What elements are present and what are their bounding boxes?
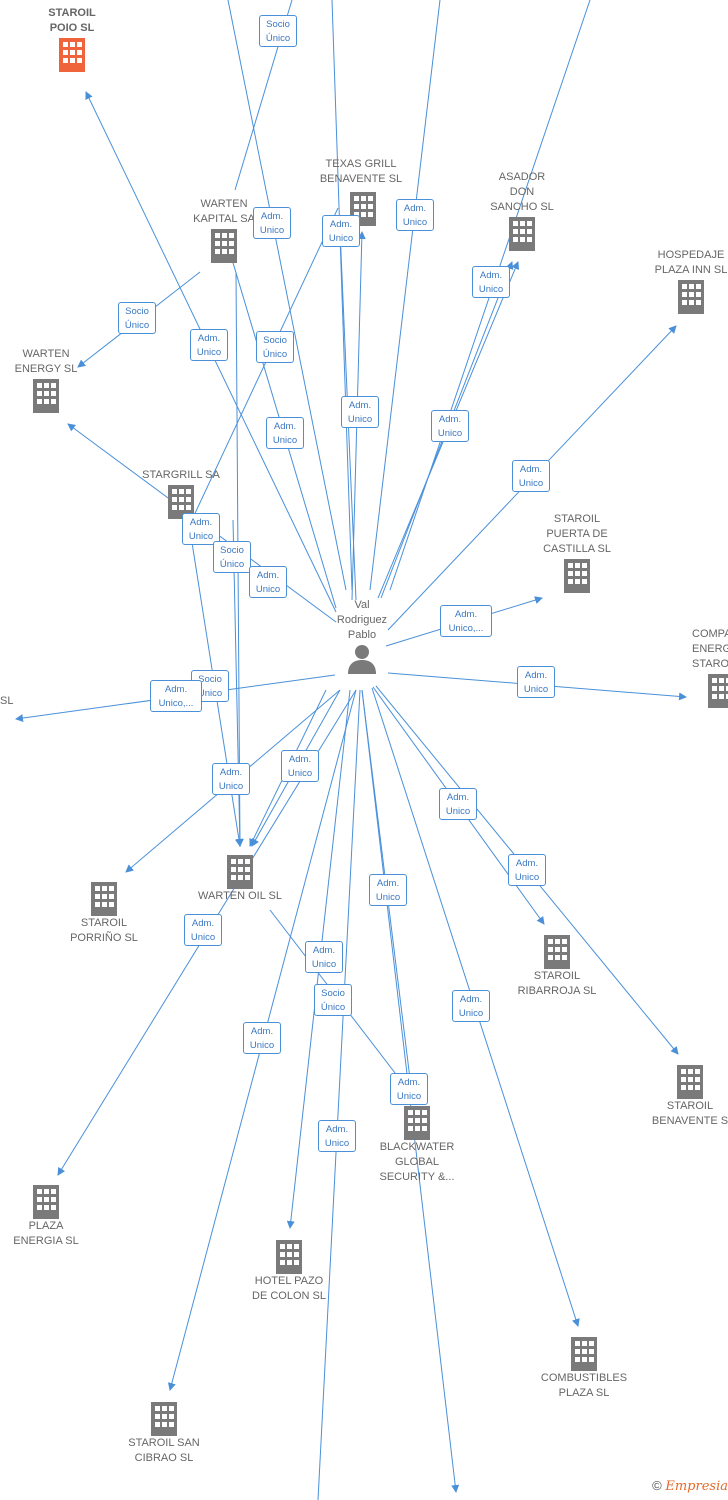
company-node-texas-grill[interactable]: TEXAS GRILL BENAVENTE SL: [315, 157, 407, 187]
copyright-symbol: ©: [652, 1478, 662, 1493]
edge-role-label[interactable]: Socio Único: [256, 331, 294, 363]
company-node-warten-energy[interactable]: WARTEN ENERGY SL: [8, 347, 84, 413]
company-node-hospedaje-plaza-inn[interactable]: HOSPEDAJE PLAZA INN SL: [650, 248, 728, 314]
company-node-staroil-puerta-castilla[interactable]: STAROIL PUERTA DE CASTILLA SL: [534, 512, 620, 593]
building-icon: [91, 882, 117, 916]
edge-role-label[interactable]: Adm. Unico: [318, 1120, 356, 1152]
company-label: BLACKWATER GLOBAL SECURITY &...: [379, 1141, 455, 1183]
company-label: TEXAS GRILL BENAVENTE SL: [319, 158, 403, 185]
relationship-edge: [317, 689, 361, 1500]
building-icon: [678, 280, 704, 314]
edge-role-label[interactable]: Adm. Unico: [184, 914, 222, 946]
edge-role-label[interactable]: Adm. Unico: [243, 1022, 281, 1054]
company-label: HOSPEDAJE PLAZA INN SL: [654, 249, 728, 276]
company-node-stargrill[interactable]: STARGRILL SA: [138, 468, 224, 519]
company-node-compania-energetica-staroil[interactable]: COMPA ENERGE STAROI: [686, 627, 728, 708]
company-node-plaza-energia[interactable]: PLAZA ENERGIA SL: [6, 1183, 86, 1249]
edge-role-label[interactable]: Adm. Unico: [517, 666, 555, 698]
edge-role-label[interactable]: Adm. Unico: [390, 1073, 428, 1105]
company-node-warten-oil[interactable]: WARTEN OIL SL: [190, 853, 290, 904]
edge-role-label[interactable]: Adm. Unico: [396, 199, 434, 231]
company-label: WARTEN KAPITAL SA: [193, 198, 255, 225]
edge-role-label[interactable]: Adm. Unico: [266, 417, 304, 449]
building-icon: [544, 935, 570, 969]
company-node-hotel-pazo-colon[interactable]: HOTEL PAZO DE COLON SL: [244, 1238, 334, 1304]
edge-role-label[interactable]: Adm. Unico: [431, 410, 469, 442]
edge-role-label[interactable]: Adm. Unico: [369, 874, 407, 906]
building-icon: [276, 1240, 302, 1274]
person-icon: [348, 645, 376, 674]
company-label: STAROIL BENAVENTE S: [651, 1100, 728, 1127]
company-label: WARTEN ENERGY SL: [14, 348, 78, 375]
building-icon: [59, 38, 85, 72]
company-label: COMBUSTIBLES PLAZA SL: [540, 1372, 628, 1399]
person-label: Val Rodriguez Pablo: [336, 599, 388, 641]
building-icon: [168, 485, 194, 519]
company-node-staroil-porrino[interactable]: STAROIL PORRIÑO SL: [62, 880, 146, 946]
company-label: COMPA ENERGE STAROI: [692, 628, 728, 670]
company-node-warten-kapital[interactable]: WARTEN KAPITAL SA: [186, 197, 262, 263]
edge-role-label[interactable]: Adm. Unico: [512, 460, 550, 492]
building-icon: [571, 1337, 597, 1371]
building-icon: [151, 1402, 177, 1436]
relationship-edge: [189, 207, 339, 525]
person-node-val-rodriguez-pablo[interactable]: Val Rodriguez Pablo: [326, 598, 398, 675]
edge-role-label[interactable]: Adm. Unico: [249, 566, 287, 598]
company-label: SL: [0, 695, 14, 707]
company-node-asador-don-sancho[interactable]: ASADOR DON SANCHO SL: [482, 170, 562, 251]
edge-role-label[interactable]: Adm. Unico: [322, 215, 360, 247]
company-label: PLAZA ENERGIA SL: [13, 1220, 79, 1247]
edge-role-label[interactable]: Adm. Unico: [452, 990, 490, 1022]
edge-role-label[interactable]: Adm. Unico: [305, 941, 343, 973]
company-label: WARTEN OIL SL: [198, 890, 282, 902]
edge-role-label[interactable]: Socio Único: [118, 302, 156, 334]
company-label: ASADOR DON SANCHO SL: [490, 171, 554, 213]
edge-role-label[interactable]: Adm. Unico: [472, 266, 510, 298]
building-icon: [677, 1065, 703, 1099]
edge-role-label[interactable]: Adm. Unico: [190, 329, 228, 361]
edge-role-label[interactable]: Adm. Unico: [439, 788, 477, 820]
edge-role-label[interactable]: Adm. Unico: [508, 854, 546, 886]
company-node-staroil-benavente[interactable]: STAROIL BENAVENTE S: [648, 1063, 728, 1129]
company-label: STAROIL PUERTA DE CASTILLA SL: [543, 513, 611, 555]
brand-name: Empresia: [665, 1479, 728, 1494]
footer-brand: © Empresia: [652, 1478, 728, 1494]
building-icon: [33, 1185, 59, 1219]
edge-role-label[interactable]: Socio Único: [259, 15, 297, 47]
company-node-combustibles-plaza[interactable]: COMBUSTIBLES PLAZA SL: [536, 1335, 632, 1401]
company-node-staroil-ribarroja[interactable]: STAROIL RIBARROJA SL: [512, 933, 602, 999]
company-label: STARGRILL SA: [142, 469, 220, 481]
edge-role-label[interactable]: Adm. Unico: [281, 750, 319, 782]
edge-role-label[interactable]: Adm. Unico: [182, 513, 220, 545]
building-icon: [509, 217, 535, 251]
edge-role-label[interactable]: Adm. Unico,...: [150, 680, 202, 712]
edge-role-label[interactable]: Adm. Unico: [341, 396, 379, 428]
edge-role-label[interactable]: Adm. Unico: [253, 207, 291, 239]
building-icon: [708, 674, 728, 708]
relationship-edge: [227, 0, 347, 591]
edge-role-label[interactable]: Adm. Unico,...: [440, 605, 492, 637]
building-icon: [564, 559, 590, 593]
building-icon: [227, 855, 253, 889]
company-label: STAROIL SAN CIBRAO SL: [128, 1437, 200, 1464]
edge-role-label[interactable]: Socio Único: [314, 984, 352, 1016]
company-label: STAROIL POIO SL: [48, 7, 96, 34]
company-node-staroil-poio[interactable]: STAROIL POIO SL: [30, 6, 114, 72]
company-node-blackwater[interactable]: BLACKWATER GLOBAL SECURITY &...: [374, 1104, 460, 1185]
company-label: STAROIL PORRIÑO SL: [70, 917, 138, 944]
company-label: HOTEL PAZO DE COLON SL: [252, 1275, 326, 1302]
edge-role-label[interactable]: Adm. Unico: [212, 763, 250, 795]
building-icon: [211, 229, 237, 263]
relationship-edge: [331, 0, 353, 591]
relationship-edge: [369, 0, 441, 591]
company-node-staroil-san-cibrao[interactable]: STAROIL SAN CIBRAO SL: [120, 1400, 208, 1466]
building-icon: [33, 379, 59, 413]
edge-role-label[interactable]: Socio Único: [213, 541, 251, 573]
building-icon: [404, 1106, 430, 1140]
company-label: STAROIL RIBARROJA SL: [517, 970, 597, 997]
company-node-left-partial[interactable]: SL: [0, 694, 20, 709]
